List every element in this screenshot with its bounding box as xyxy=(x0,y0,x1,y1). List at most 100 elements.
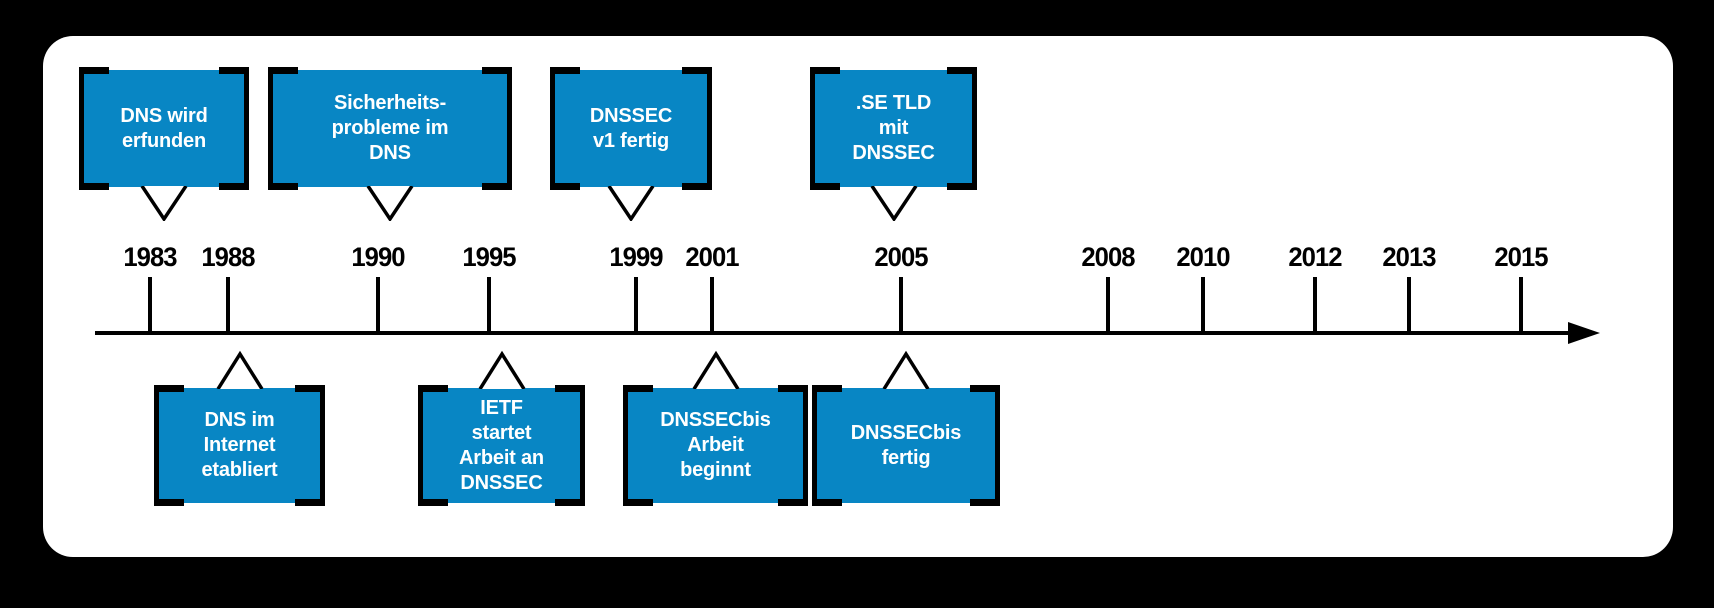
axis-arrowhead-icon xyxy=(1568,322,1600,344)
event-box: IETF startet Arbeit an DNSSEC xyxy=(418,385,585,506)
event-box-fill xyxy=(550,70,712,187)
event-box-fill xyxy=(810,70,977,187)
corner-mark xyxy=(219,67,249,74)
pointer-down-icon xyxy=(140,186,188,221)
corner-mark xyxy=(550,183,580,190)
year-tick xyxy=(1519,277,1523,334)
pointer-up-icon xyxy=(882,350,930,389)
year-label: 2015 xyxy=(1494,242,1548,272)
pointer-up-icon xyxy=(692,350,739,389)
year-label: 2001 xyxy=(685,242,739,272)
event-box: Sicherheits- probleme im DNS xyxy=(268,67,512,190)
corner-mark xyxy=(778,385,808,392)
corner-mark xyxy=(623,385,653,392)
event-label: DNSSECbis fertig xyxy=(850,421,962,469)
year-label: 1988 xyxy=(201,242,255,272)
box-edge xyxy=(707,70,712,187)
year-tick xyxy=(226,277,230,334)
corner-mark xyxy=(418,385,448,392)
corner-mark xyxy=(810,183,840,190)
corner-mark xyxy=(268,183,298,190)
box-edge xyxy=(623,388,628,503)
corner-mark xyxy=(778,499,808,506)
corner-mark xyxy=(947,67,977,74)
corner-mark xyxy=(482,67,512,74)
year-label: 1983 xyxy=(123,242,177,272)
year-tick xyxy=(1201,277,1205,334)
corner-mark xyxy=(295,385,325,392)
event-box: DNSSECbis fertig xyxy=(812,385,1000,506)
pointer-up-icon xyxy=(478,350,525,389)
corner-mark xyxy=(79,67,109,74)
year-tick xyxy=(148,277,152,334)
event-label: DNS wird erfunden xyxy=(120,104,208,152)
box-edge xyxy=(972,70,977,187)
box-edge xyxy=(154,388,159,503)
year-tick xyxy=(634,277,638,334)
year-label: 1999 xyxy=(609,242,663,272)
timeline-card: 1983 1988 1990 1995 1999 2001 2005 2008 2010 2012… xyxy=(43,36,1673,557)
corner-mark xyxy=(812,385,842,392)
year-tick xyxy=(487,277,491,334)
corner-mark xyxy=(810,67,840,74)
box-edge xyxy=(507,70,512,187)
pointer-down-icon xyxy=(607,186,655,221)
box-edge xyxy=(810,70,815,187)
corner-mark xyxy=(682,67,712,74)
corner-mark xyxy=(555,385,585,392)
corner-mark xyxy=(219,183,249,190)
event-box-fill xyxy=(623,388,808,503)
year-tick xyxy=(376,277,380,334)
pointer-down-icon xyxy=(366,186,414,221)
year-tick xyxy=(899,277,903,334)
corner-mark xyxy=(154,499,184,506)
event-box: DNSSECbis Arbeit beginnt xyxy=(623,385,808,506)
year-tick xyxy=(1106,277,1110,334)
year-label: 2012 xyxy=(1288,242,1342,272)
corner-mark xyxy=(79,183,109,190)
corner-mark xyxy=(970,385,1000,392)
year-tick xyxy=(1313,277,1317,334)
corner-mark xyxy=(482,183,512,190)
corner-mark xyxy=(154,385,184,392)
year-label: 1990 xyxy=(351,242,405,272)
box-edge xyxy=(320,388,325,503)
event-box-fill xyxy=(268,70,512,187)
corner-mark xyxy=(812,499,842,506)
corner-mark xyxy=(555,499,585,506)
corner-mark xyxy=(418,499,448,506)
box-edge xyxy=(803,388,808,503)
box-edge xyxy=(79,70,84,187)
event-label: DNS im Internet etabliert xyxy=(201,409,278,481)
year-label: 1995 xyxy=(462,242,516,272)
corner-mark xyxy=(550,67,580,74)
year-label: 2008 xyxy=(1081,242,1135,272)
corner-mark xyxy=(623,499,653,506)
corner-mark xyxy=(970,499,1000,506)
box-edge xyxy=(418,388,423,503)
event-box: DNSSEC v1 fertig xyxy=(550,67,712,190)
year-tick xyxy=(710,277,714,334)
event-box-fill xyxy=(812,388,1000,503)
year-label: 2005 xyxy=(874,242,928,272)
event-label: IETF startet Arbeit an DNSSEC xyxy=(459,396,544,494)
event-label: DNSSEC v1 fertig xyxy=(589,104,673,152)
corner-mark xyxy=(682,183,712,190)
event-box-fill xyxy=(154,388,325,503)
corner-mark xyxy=(295,499,325,506)
event-box-fill xyxy=(79,70,249,187)
timeline-axis-line xyxy=(95,331,1575,335)
event-box: .SE TLD mit DNSSEC xyxy=(810,67,977,190)
box-edge xyxy=(995,388,1000,503)
corner-mark xyxy=(268,67,298,74)
event-label: DNSSECbis Arbeit beginnt xyxy=(660,409,771,481)
event-box: DNS im Internet etabliert xyxy=(154,385,325,506)
pointer-up-icon xyxy=(216,350,263,389)
box-edge xyxy=(812,388,817,503)
year-tick xyxy=(1407,277,1411,334)
corner-mark xyxy=(947,183,977,190)
pointer-down-icon xyxy=(870,186,917,221)
event-box: DNS wird erfunden xyxy=(79,67,249,190)
year-label: 2010 xyxy=(1176,242,1230,272)
